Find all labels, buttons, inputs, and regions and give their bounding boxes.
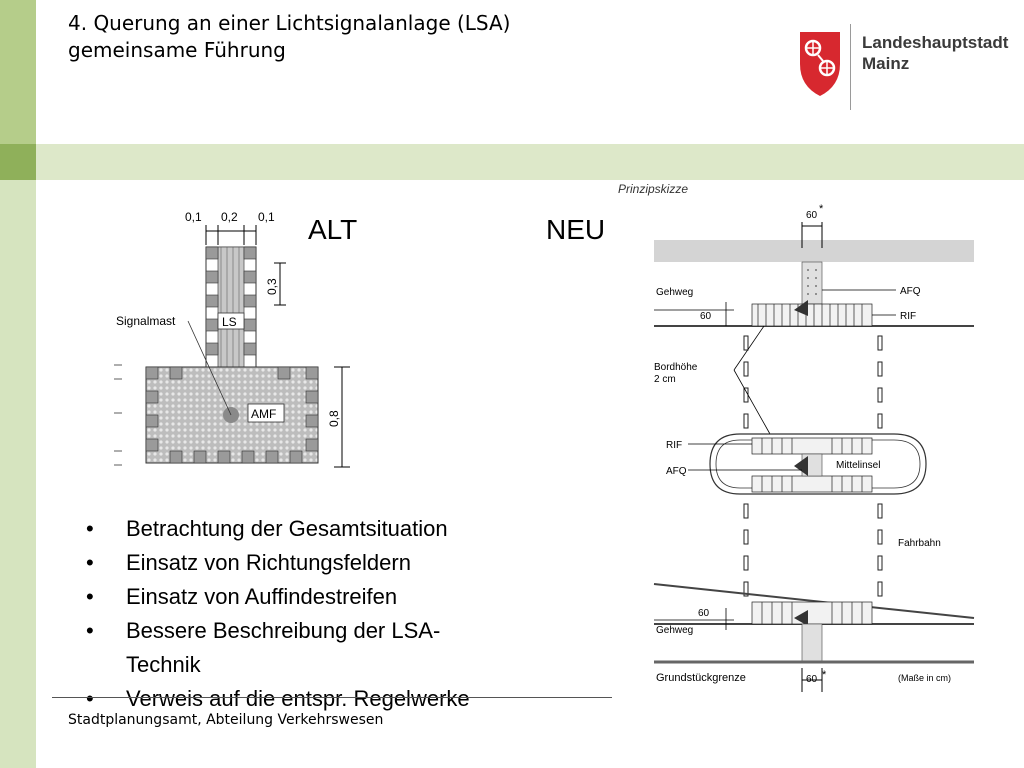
- title-line-1: 4. Querung an einer Lichtsignalanlage (L…: [68, 11, 511, 35]
- logo-text: Landeshauptstadt Mainz: [862, 32, 1008, 74]
- bullet-item: •Einsatz von Auffindestreifen: [86, 584, 398, 609]
- label-neu: NEU: [546, 214, 606, 245]
- label-gehweg-bottom: Gehweg: [656, 625, 693, 636]
- logo-line-1: Landeshauptstadt: [862, 33, 1009, 52]
- footer-text: Stadtplanungsamt, Abteilung Verkehrswese…: [68, 712, 384, 728]
- footer-divider: [52, 697, 612, 698]
- dim-top-2: 0,2: [221, 210, 238, 224]
- dim-60-top: 60: [806, 210, 818, 221]
- alt-diagram: 0,1 0,2 0,1 LS 0,3: [114, 210, 350, 468]
- dim-side-small: 0,3: [265, 278, 279, 295]
- bullet-item: •Betrachtung der Gesamtsituation: [86, 516, 448, 541]
- bullet-list: •Betrachtung der Gesamtsituation •Einsat…: [84, 512, 574, 716]
- label-masse: (Maße in cm): [898, 673, 951, 683]
- header-band-accent: [0, 144, 36, 180]
- label-bordhoehe-2: 2 cm: [654, 374, 676, 385]
- header-band: [36, 144, 1024, 180]
- mainz-coat-of-arms-logo: [800, 32, 840, 96]
- bullet-item: •Einsatz von Richtungsfeldern: [86, 550, 411, 575]
- title-line-2: gemeinsame Führung: [68, 38, 286, 62]
- label-bordhoehe-1: Bordhöhe: [654, 362, 698, 373]
- label-grundstueck: Grundstückgrenze: [656, 672, 746, 684]
- dim-top-1: 0,1: [185, 210, 202, 224]
- dim-60-left-bottom: 60: [698, 608, 710, 619]
- dim-top-3: 0,1: [258, 210, 275, 224]
- bullet-item: •Bessere Beschreibung der LSA-Technik: [86, 618, 441, 677]
- sidebar-accent: [0, 0, 36, 144]
- logo-line-2: Mainz: [862, 54, 910, 73]
- label-signalmast: Signalmast: [116, 314, 176, 328]
- label-ls: LS: [222, 315, 237, 329]
- label-amf: AMF: [251, 407, 276, 421]
- label-alt: ALT: [308, 214, 358, 245]
- bullet-item: •Verweis auf die entspr. Regelwerke: [86, 686, 470, 711]
- label-afq-top: AFQ: [900, 286, 921, 297]
- label-rif-mid: RIF: [666, 440, 682, 451]
- label-afq-mid: AFQ: [666, 466, 687, 477]
- label-mittelinsel: Mittelinsel: [836, 460, 880, 471]
- dim-60-left-top: 60: [700, 311, 712, 322]
- logo-divider: [850, 24, 851, 110]
- dim-60-bottom: 60: [806, 674, 818, 685]
- dim-side-large: 0,8: [327, 410, 341, 427]
- label-fahrbahn: Fahrbahn: [898, 538, 941, 549]
- label-gehweg-top: Gehweg: [656, 287, 693, 298]
- label-rif-top: RIF: [900, 311, 916, 322]
- asterisk-top: *: [819, 203, 824, 215]
- slide-title: 4. Querung an einer Lichtsignalanlage (L…: [68, 10, 510, 64]
- asterisk-bottom: *: [822, 669, 827, 681]
- neu-diagram: 60 * Gehweg 60 AFQ RIF Bordhöhe: [626, 198, 988, 695]
- neu-caption: Prinzipskizze: [618, 182, 689, 196]
